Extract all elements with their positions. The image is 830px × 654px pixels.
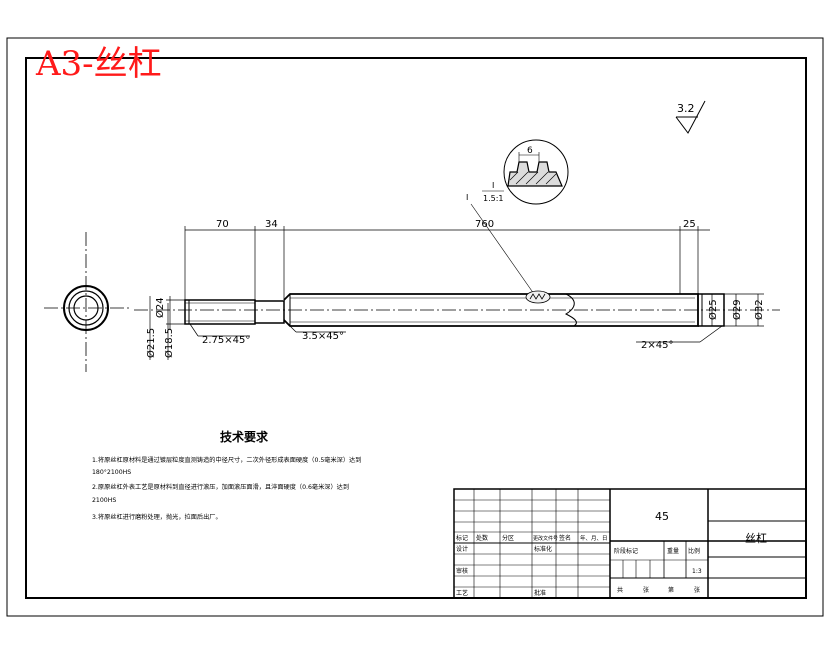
title-block [453, 488, 807, 599]
inner-frame [25, 57, 807, 599]
dim-dia-24: Ø24 [154, 297, 166, 318]
dim-dia-21-5: Ø21.5 [145, 328, 157, 358]
tech-req-item-1b: 180°2100HS [92, 468, 131, 476]
tb-review: 审核 [456, 567, 468, 575]
detail-label-top: I [492, 181, 494, 190]
tb-sheets-1: 共 [617, 586, 623, 594]
chamfer-right: 2×45° [641, 340, 673, 351]
detail-marker: I [466, 193, 468, 202]
dim-dia-18-5: Ø18.5 [163, 328, 175, 358]
detail-view-i: 6 I I 1.5:1 [466, 139, 569, 295]
dim-34: 34 [265, 219, 278, 230]
tb-approve: 批准 [534, 589, 546, 597]
right-dia-dims [711, 293, 764, 327]
dim-dia-r25: Ø25 [707, 299, 719, 320]
tb-scale-label: 比例 [688, 547, 700, 555]
tech-req-item-2b: 2100HS [92, 497, 116, 504]
tb-hdr-2: 分区 [502, 534, 514, 542]
sheet-stamp: A3-丝杠 [35, 44, 162, 84]
surface-finish-symbol: 3.2 [675, 100, 706, 134]
tb-design: 设计 [456, 545, 468, 553]
tb-scale: 1:3 [692, 568, 702, 575]
tech-req-item-1: 1.将原丝杠原材料是通过镀层粒度直测铸造的中径尺寸，二次外径形成表面硬度（0.5… [92, 456, 361, 464]
end-view [44, 232, 130, 372]
tb-sheets-4: 张 [694, 586, 700, 594]
tb-process: 工艺 [456, 589, 468, 597]
shaft-main-view [134, 290, 780, 327]
tb-hdr-0: 标记 [456, 534, 468, 542]
dimension-lines [184, 226, 710, 300]
tech-req-item-3: 3.将原丝杠进行磨粉处理，抛光，拉面后出厂。 [92, 513, 222, 521]
tb-part-name: 丝杠 [745, 532, 767, 545]
dim-760: 760 [475, 219, 494, 230]
tech-req-title: 技术要求 [220, 429, 269, 444]
outer-border [6, 37, 824, 617]
tb-sheets-2: 张 [643, 586, 649, 594]
tb-hdr-5: 年、月、日 [580, 534, 608, 542]
tech-req-item-2: 2.原原丝杠外表工艺是原材料到直径进行滚压，加面滚压面滑，且淬面硬度（0.6毫米… [92, 483, 349, 491]
detail-label-bottom: 1.5:1 [483, 194, 504, 203]
tb-standard: 标准化 [534, 545, 552, 553]
dim-25: 25 [683, 219, 696, 230]
dim-70: 70 [216, 219, 229, 230]
chamfer-mid: 3.5×45° [302, 331, 344, 342]
surface-finish-value: 3.2 [677, 102, 695, 115]
chamfer-left: 2.75×45° [202, 335, 250, 346]
tb-hdr-3: 更改文件号 [533, 535, 558, 542]
chamfer-leaders [189, 323, 723, 343]
tb-sheets-3: 第 [668, 586, 674, 594]
dim-dia-r32: Ø32 [753, 299, 765, 320]
tb-hdr-4: 签名 [559, 534, 571, 542]
dim-dia-r29: Ø29 [731, 299, 743, 320]
tb-material: 45 [655, 510, 669, 523]
tb-hdr-1: 处数 [476, 534, 488, 542]
left-dia-dims [149, 296, 185, 360]
tb-stage-label: 阶段标记 [614, 547, 638, 555]
tb-weight-label: 重量 [667, 547, 679, 555]
detail-pitch-dim: 6 [527, 146, 533, 156]
